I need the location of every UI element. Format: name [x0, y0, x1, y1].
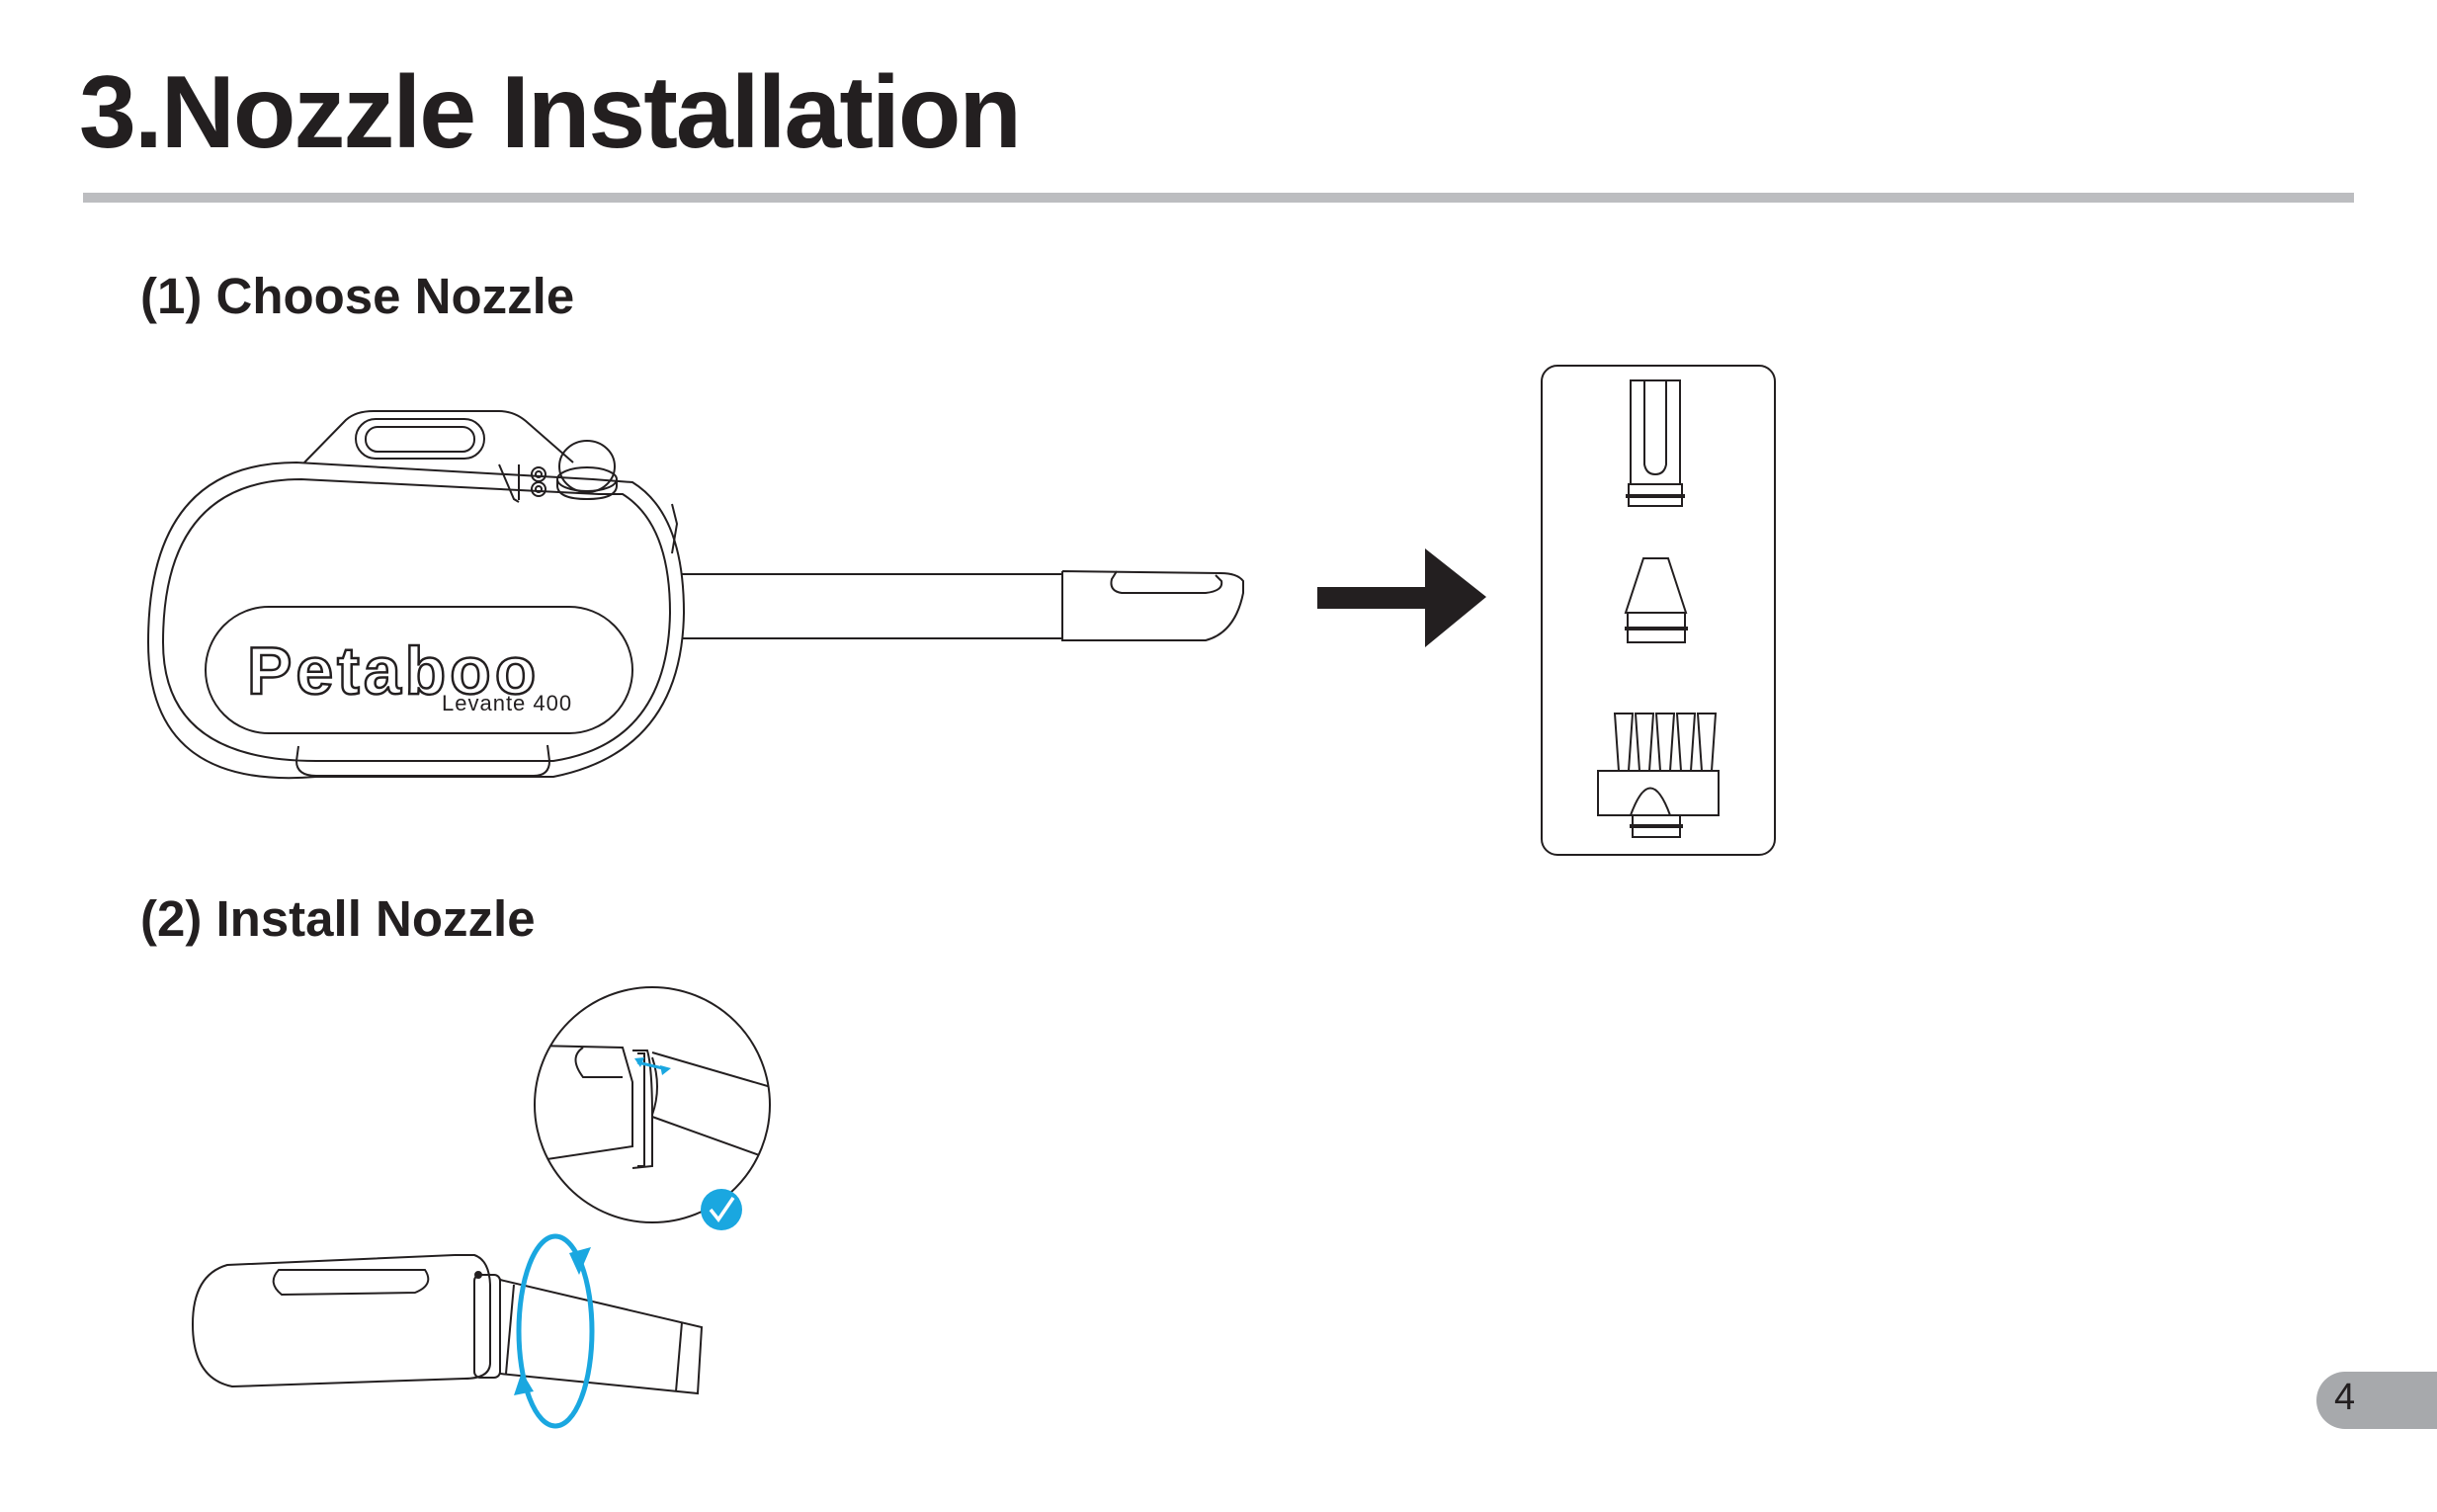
- install-detail-magnifier: [534, 986, 771, 1230]
- round-nozzle-icon: [1624, 557, 1688, 643]
- brush-nozzle-icon: [1597, 713, 1720, 838]
- flat-nozzle-icon: [1626, 379, 1685, 507]
- step-2-heading: (2) Install Nozzle: [140, 890, 536, 947]
- page-number: 4: [2334, 1377, 2356, 1418]
- right-arrow-icon: [1317, 548, 1486, 647]
- install-nozzle-illustration: [191, 1254, 704, 1395]
- check-icon: [701, 1189, 742, 1230]
- rotate-clockwise-icon: [514, 1233, 595, 1429]
- title-divider: [83, 193, 2354, 203]
- dryer-model-label: Levante 400: [442, 691, 572, 715]
- dryer-illustration: [146, 410, 1244, 780]
- page-title: 3.Nozzle Installation: [79, 55, 1022, 170]
- dryer-logo-plate: [205, 606, 633, 734]
- dryer-handle: [303, 410, 574, 463]
- page-number-tab: [2316, 1372, 2437, 1429]
- dryer-brand-logo: Petaboo: [247, 633, 540, 709]
- nozzle-options-panel: [1541, 365, 1776, 856]
- step-1-heading: (1) Choose Nozzle: [140, 268, 575, 324]
